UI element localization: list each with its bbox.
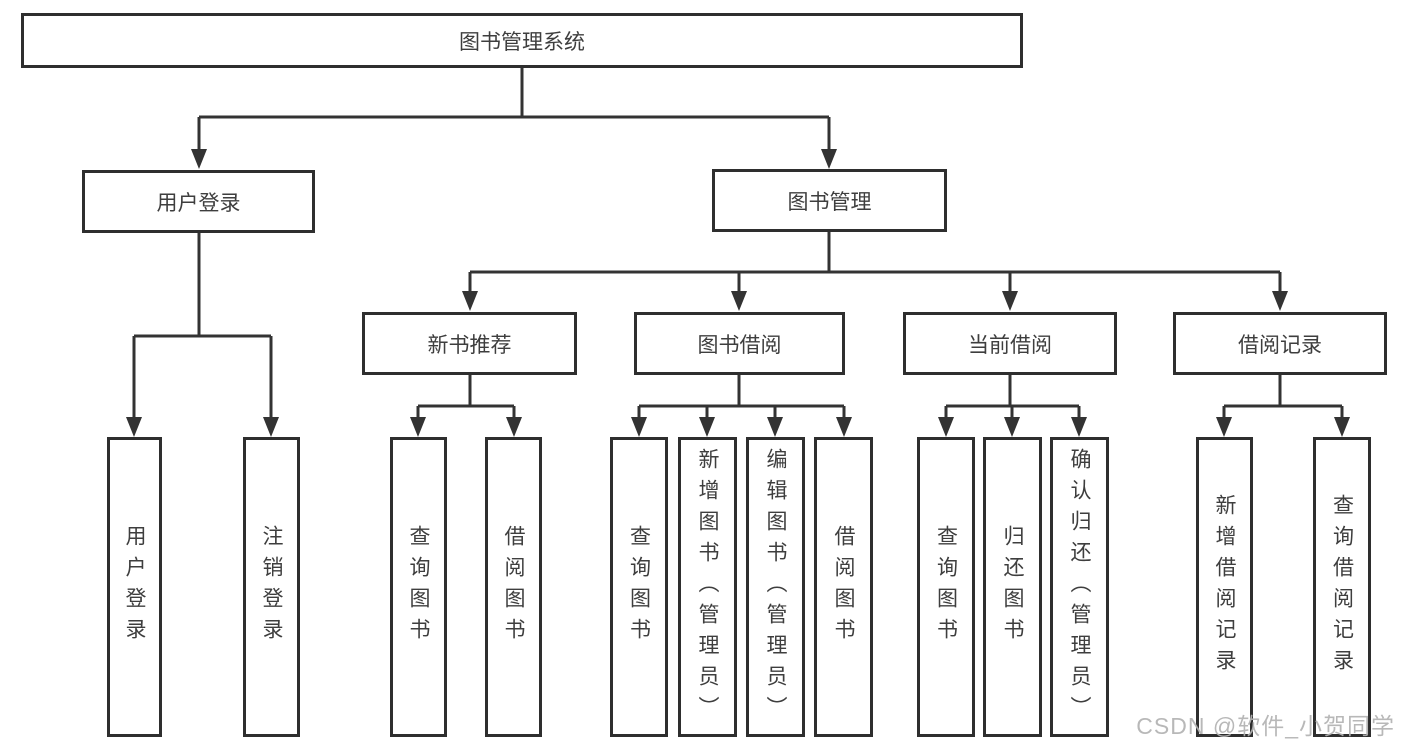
node-new-book-recommend-label: 新书推荐 [427,333,512,357]
leaf-edit-book-admin-label: 编辑图书（管理员） [764,447,787,727]
leaf-add-borrow-record: 新增借阅记录 [1196,437,1253,737]
node-book-borrow-label: 图书借阅 [697,333,782,357]
leaf-query-books-3-label: 查询图书 [934,525,958,649]
node-book-management-label: 图书管理 [787,190,872,214]
leaf-query-books-2-label: 查询图书 [627,525,651,649]
leaf-borrow-books-1-label: 借阅图书 [502,525,525,649]
leaf-user-login-label: 用户登录 [123,525,146,649]
leaf-logout-login-label: 注销登录 [260,525,283,649]
leaf-borrow-books-2-label: 借阅图书 [832,525,855,649]
leaf-confirm-return-admin-label: 确认归还（管理员） [1068,447,1091,727]
node-book-management: 图书管理 [712,169,947,232]
leaf-query-borrow-record-label: 查询借阅记录 [1330,494,1354,680]
leaf-add-book-admin: 新增图书（管理员） [678,437,737,737]
leaf-return-book: 归还图书 [983,437,1042,737]
node-root-system: 图书管理系统 [21,13,1023,68]
csdn-watermark: CSDN @软件_小贺同学 [1136,713,1395,739]
leaf-borrow-books-1: 借阅图书 [485,437,542,737]
node-root-label: 图书管理系统 [459,30,585,54]
leaf-query-books-2: 查询图书 [610,437,668,737]
leaf-return-book-label: 归还图书 [1001,525,1024,649]
node-user-login: 用户登录 [82,170,315,233]
leaf-query-books-1-label: 查询图书 [407,525,430,649]
leaf-edit-book-admin: 编辑图书（管理员） [746,437,805,737]
leaf-borrow-books-2: 借阅图书 [814,437,873,737]
node-current-borrow-label: 当前借阅 [968,333,1052,357]
node-borrow-records-label: 借阅记录 [1238,333,1322,357]
leaf-add-borrow-record-label: 新增借阅记录 [1213,494,1236,680]
node-new-book-recommend: 新书推荐 [362,312,577,375]
leaf-query-books-3: 查询图书 [917,437,975,737]
leaf-query-books-1: 查询图书 [390,437,447,737]
leaf-logout-login: 注销登录 [243,437,300,737]
leaf-add-book-admin-label: 新增图书（管理员） [696,447,719,727]
node-user-login-label: 用户登录 [156,191,241,215]
node-borrow-records: 借阅记录 [1173,312,1387,375]
leaf-query-borrow-record: 查询借阅记录 [1313,437,1371,737]
leaf-confirm-return-admin: 确认归还（管理员） [1050,437,1109,737]
node-book-borrow: 图书借阅 [634,312,845,375]
node-current-borrow: 当前借阅 [903,312,1117,375]
leaf-user-login: 用户登录 [107,437,162,737]
